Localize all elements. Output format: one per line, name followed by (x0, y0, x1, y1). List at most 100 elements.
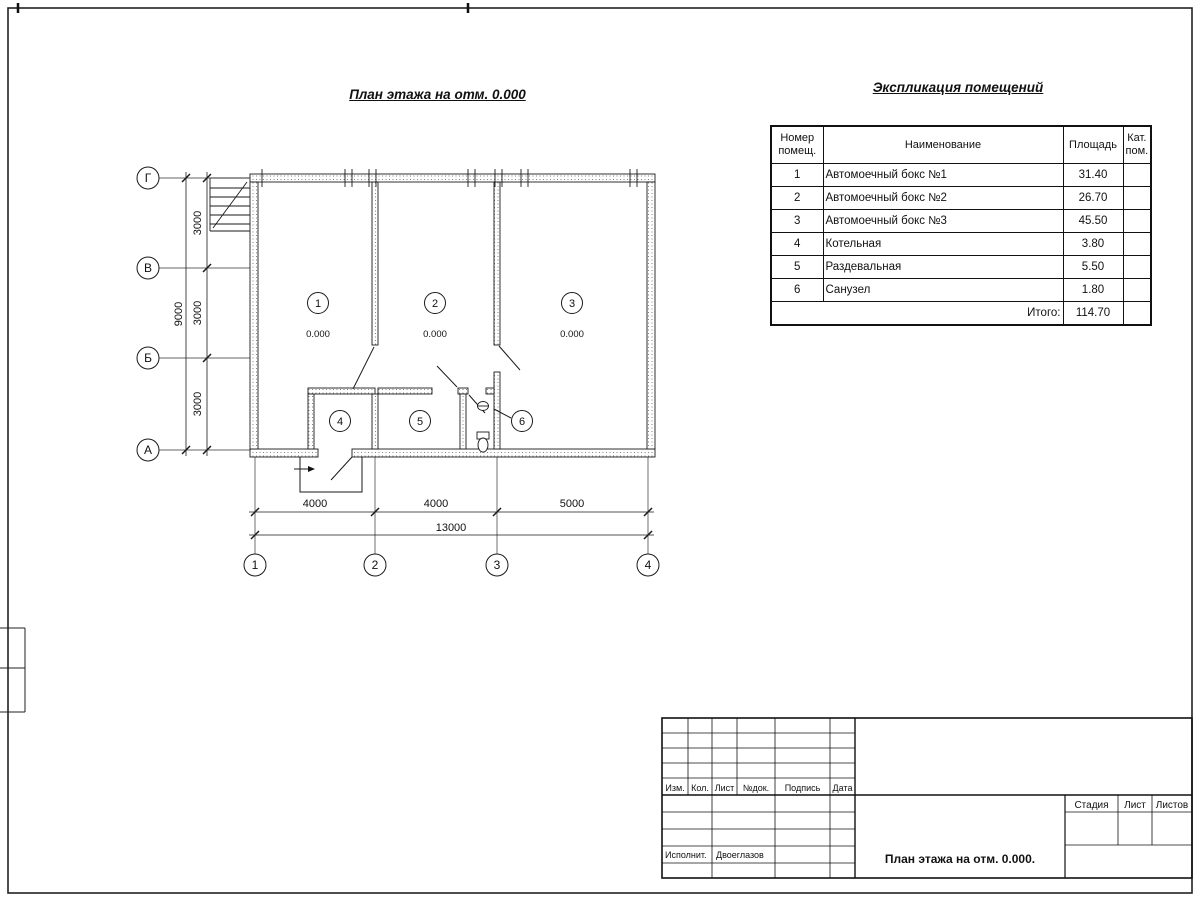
schedule-total-row: Итого: 114.70 (770, 301, 1152, 326)
window-lintel-ticks (261, 169, 638, 187)
cell-cat (1122, 186, 1152, 210)
sheet-label: Лист (1124, 800, 1146, 811)
door-room3 (498, 345, 521, 371)
cell-cat (1122, 278, 1152, 302)
dim-left-2: 3000 (192, 301, 204, 325)
room-tag-labels: 1 2 3 4 5 6 0.000 0.000 0.000 (306, 298, 584, 428)
dim-left-total: 9000 (173, 302, 185, 326)
sheets-label: Листов (1156, 800, 1189, 811)
cell-area: 1.80 (1062, 278, 1124, 302)
axis-col-4: 4 (645, 558, 652, 572)
cell-area: 31.40 (1062, 163, 1124, 187)
axis-labels: Г В Б А 1 2 3 4 (144, 171, 652, 572)
door-room1 (352, 346, 375, 390)
cell-area: 3.80 (1062, 232, 1124, 256)
schedule-row: 1 Автомоечный бокс №1 31.40 (770, 163, 1152, 187)
schedule-row: 4 Котельная 3.80 (770, 232, 1152, 256)
left-margin-boxes (0, 627, 26, 713)
axis-col-2: 2 (372, 558, 379, 572)
door-room5 (436, 365, 458, 388)
cell-area: 5.50 (1062, 255, 1124, 279)
total-label: Итого: (770, 301, 1064, 326)
schedule-row: 6 Санузел 1.80 (770, 278, 1152, 302)
schedule-col-num: Номер помещ. (770, 125, 824, 164)
dimension-labels: 3000 3000 3000 9000 4000 4000 5000 13000 (173, 211, 584, 534)
cell-num: 6 (770, 278, 824, 302)
cell-num: 4 (770, 232, 824, 256)
cell-area: 45.50 (1062, 209, 1124, 233)
schedule-row: 5 Раздевальная 5.50 (770, 255, 1152, 279)
dim-left-3: 3000 (192, 392, 204, 416)
label-ndok: №док. (743, 783, 769, 793)
schedule-col-name: Наименование (822, 125, 1064, 164)
sheet-frame (0, 3, 1193, 894)
cell-name: Котельная (822, 232, 1064, 256)
room6-leader-line (493, 408, 512, 419)
cell-cat (1122, 209, 1152, 233)
document-title: План этажа на отм. 0.000. (885, 852, 1035, 866)
axis-row-g: Г (145, 171, 152, 185)
axis-lines (159, 177, 649, 554)
total-value: 114.70 (1062, 301, 1124, 326)
axis-col-3: 3 (494, 558, 501, 572)
cell-name: Автомоечный бокс №3 (822, 209, 1064, 233)
plan-title: План этажа на отм. 0.000 (349, 87, 526, 102)
cell-cat (1122, 163, 1152, 187)
room-1-number: 1 (315, 298, 321, 310)
dim-bottom-2: 4000 (424, 498, 448, 510)
room-3-number: 3 (569, 298, 575, 310)
schedule-col-area: Площадь (1062, 125, 1124, 164)
schedule-col-cat: Кат. пом. (1122, 125, 1152, 164)
toilet-bowl-icon (477, 437, 489, 453)
cell-name: Санузел (822, 278, 1064, 302)
cell-num: 2 (770, 186, 824, 210)
floor-plan: 3000 3000 3000 9000 4000 4000 5000 13000… (136, 166, 660, 577)
dimension-lines (181, 172, 654, 540)
room-2-elevation: 0.000 (423, 329, 447, 340)
label-podpis: Подпись (785, 783, 821, 793)
axis-row-a: А (144, 443, 152, 457)
cell-name: Раздевальная (822, 255, 1064, 279)
dim-bottom-1: 4000 (303, 498, 327, 510)
label-list: Лист (715, 783, 735, 793)
axis-col-1: 1 (252, 558, 259, 572)
axis-row-b: Б (144, 351, 152, 365)
cell-cat (1122, 301, 1152, 326)
cell-num: 1 (770, 163, 824, 187)
room-1-elevation: 0.000 (306, 329, 330, 340)
room-tags (307, 292, 583, 432)
room-5-number: 5 (417, 416, 423, 428)
schedule-row: 2 Автомоечный бокс №2 26.70 (770, 186, 1152, 210)
cell-name: Автомоечный бокс №2 (822, 186, 1064, 210)
cell-num: 3 (770, 209, 824, 233)
cell-cat (1122, 255, 1152, 279)
stage-label: Стадия (1074, 800, 1108, 811)
schedule-row: 3 Автомоечный бокс №3 45.50 (770, 209, 1152, 233)
room-4-number: 4 (337, 416, 343, 428)
dim-left-1: 3000 (192, 211, 204, 235)
executor-label: Исполнит. (665, 850, 707, 860)
title-block-labels: Изм. Кол. Лист №док. Подпись Дата Исполн… (665, 783, 1188, 866)
porch-outline (299, 457, 363, 493)
schedule-header-row: Номер помещ. Наименование Площадь Кат. п… (770, 125, 1152, 164)
door-leaves (294, 345, 521, 493)
cell-num: 5 (770, 255, 824, 279)
cell-name: Автомоечный бокс №1 (822, 163, 1064, 187)
room-schedule-table: Номер помещ. Наименование Площадь Кат. п… (770, 125, 1153, 326)
dimension-ticks (181, 173, 653, 540)
stairs (209, 177, 250, 232)
title-block: Изм. Кол. Лист №док. Подпись Дата Исполн… (661, 717, 1193, 879)
axis-circles (136, 166, 660, 577)
cell-area: 26.70 (1062, 186, 1124, 210)
room-6-number: 6 (519, 416, 525, 428)
dim-bottom-total: 13000 (436, 522, 467, 534)
executor-name: Двоеглазов (716, 850, 764, 860)
door-exit (330, 456, 353, 481)
schedule-title: Экспликация помещений (872, 80, 1044, 95)
cell-cat (1122, 232, 1152, 256)
sanitary-fixtures (476, 401, 490, 453)
label-kol: Кол. (691, 783, 709, 793)
room-2-number: 2 (432, 298, 438, 310)
